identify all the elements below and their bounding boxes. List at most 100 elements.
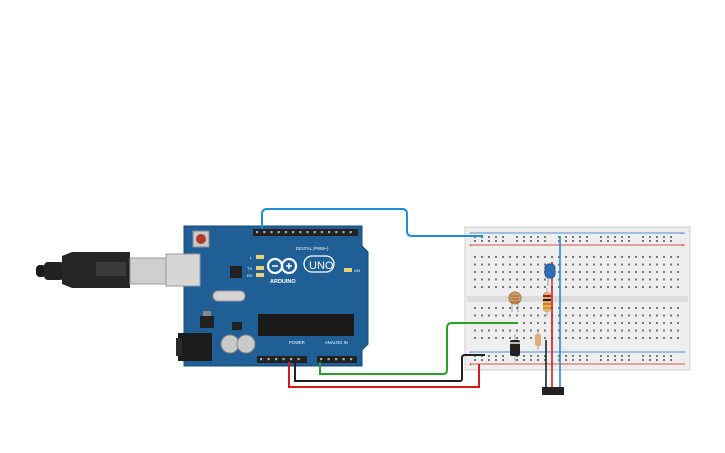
resistor-band-4 [543,307,551,309]
rail-hole [565,355,567,357]
terminal-hole [642,286,644,288]
terminal-hole [663,263,665,266]
terminal-hole [502,329,504,332]
rail-hole [579,236,581,238]
resistor-band-1 [543,295,551,297]
terminal-hole [663,278,665,281]
terminal-hole [656,256,658,258]
terminal-hole [677,307,679,309]
breadboard[interactable]: + - + - + - [464,226,691,371]
wire-blue-pin13[interactable] [261,208,483,237]
rail-hole [537,355,539,357]
analog-pin [320,358,323,361]
terminal-hole [677,271,679,273]
rail-hole [607,355,609,357]
rail-hole [488,359,490,361]
reset-button-cap[interactable] [196,234,206,244]
wire-green-a0[interactable] [319,322,518,375]
terminal-hole [537,278,539,281]
terminal-hole [600,307,602,309]
terminal-hole [537,271,539,273]
terminal-hole [579,278,581,281]
rail-hole [642,240,644,242]
led[interactable] [544,263,556,286]
terminal-hole [495,314,497,317]
terminal-hole [558,322,560,324]
terminal-hole [572,271,574,273]
rail-hole [537,240,539,242]
terminal-hole [656,322,658,324]
rail-hole [481,240,483,242]
photoresistor[interactable] [508,291,522,312]
power-pin [297,358,300,361]
rail-hole [663,236,665,238]
terminal-hole [649,314,651,317]
diode[interactable] [510,334,520,362]
terminal-hole [474,286,476,288]
wire-black-gnd[interactable] [294,354,485,382]
terminal-hole [600,329,602,332]
terminal-hole [523,322,525,324]
terminal-hole [572,307,574,309]
digital-header[interactable] [253,229,358,236]
terminal-hole [642,337,644,339]
rail-hole [670,355,672,357]
rail-hole [600,240,602,242]
wires[interactable] [261,208,561,389]
terminal-hole [635,286,637,288]
terminal-hole [488,307,490,309]
rail-hole [600,236,602,238]
digital-pin [349,231,352,234]
terminal-hole [642,307,644,309]
arduino-board[interactable]: L TX RX ON ARDUINO UNO DIGITAL (PWM~) PO… [165,225,369,367]
terminal-hole [663,329,665,332]
wire-red-5v[interactable] [288,362,480,388]
terminal-hole [649,322,651,324]
rail-hole [495,359,497,361]
label-tx: TX [247,266,252,271]
terminal-hole [544,256,546,258]
rail-hole [670,236,672,238]
terminal-hole [670,263,672,266]
terminal-hole [642,263,644,266]
terminal-hole [670,322,672,324]
power-header[interactable] [257,356,307,363]
rail-hole [495,240,497,242]
terminal-hole [558,337,560,339]
terminal-hole [586,263,588,266]
terminal-hole [495,307,497,309]
terminal-hole [544,263,546,266]
analog-pin [350,358,353,361]
terminal-hole [530,314,532,317]
led-l-indicator [256,255,264,259]
small-resistor[interactable] [535,330,541,350]
resistor[interactable] [543,288,551,316]
terminal-hole [628,314,630,317]
terminal-hole [607,322,609,324]
terminal-hole [572,337,574,339]
rail-hole [621,236,623,238]
terminal-hole [628,307,630,309]
terminal-hole [516,314,518,317]
terminal-hole [502,337,504,339]
terminal-hole [558,314,560,317]
rail-hole [502,236,504,238]
terminal-hole [579,263,581,266]
terminal-hole [495,286,497,288]
terminal-hole [516,329,518,332]
rail-hole [544,240,546,242]
terminal-hole [635,329,637,332]
terminal-hole [607,271,609,273]
usb-cable[interactable] [36,252,167,288]
dc-motor[interactable] [542,387,564,395]
terminal-hole [481,278,483,281]
atmega-chip [258,314,354,336]
analog-pin [327,358,330,361]
terminal-hole [656,337,658,339]
terminal-hole [488,286,490,288]
rail-hole [523,355,525,357]
rail-hole [474,240,476,242]
terminal-hole [537,314,539,317]
rail-hole [600,355,602,357]
